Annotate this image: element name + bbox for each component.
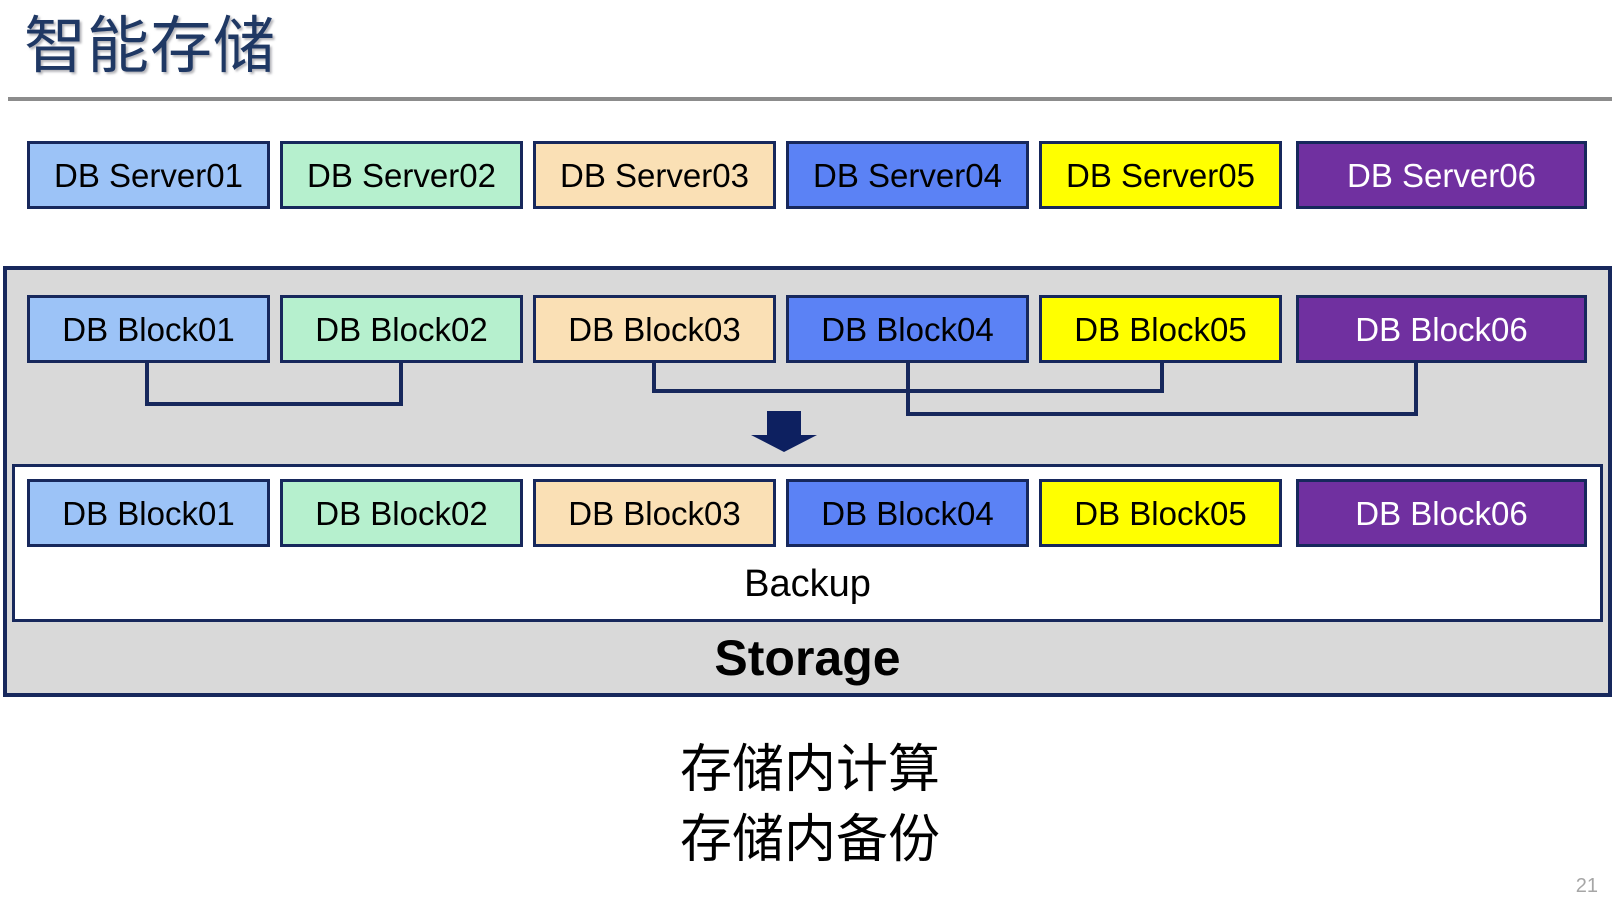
backup-block-box-5[interactable]: DB Block05 [1039, 479, 1282, 547]
backup-block-label-3: DB Block03 [568, 497, 740, 530]
db-block-box-5[interactable]: DB Block05 [1039, 295, 1282, 363]
backup-block-box-3[interactable]: DB Block03 [533, 479, 776, 547]
db-server-label-1: DB Server01 [54, 159, 243, 192]
db-server-label-4: DB Server04 [813, 159, 1002, 192]
slide-number: 21 [1576, 875, 1598, 898]
db-server-label-5: DB Server05 [1066, 159, 1255, 192]
db-block-label-3: DB Block03 [568, 313, 740, 346]
backup-block-box-1[interactable]: DB Block01 [27, 479, 270, 547]
db-block-box-1[interactable]: DB Block01 [27, 295, 270, 363]
db-block-box-2[interactable]: DB Block02 [280, 295, 523, 363]
caption-block: 存储内计算 存储内备份 [0, 735, 1620, 875]
db-server-box-4[interactable]: DB Server04 [786, 141, 1029, 209]
backup-block-box-6[interactable]: DB Block06 [1296, 479, 1587, 547]
db-block-box-4[interactable]: DB Block04 [786, 295, 1029, 363]
db-block-box-6[interactable]: DB Block06 [1296, 295, 1587, 363]
db-block-label-6: DB Block06 [1355, 313, 1527, 346]
db-block-label-1: DB Block01 [62, 313, 234, 346]
backup-block-box-2[interactable]: DB Block02 [280, 479, 523, 547]
backup-block-label-5: DB Block05 [1074, 497, 1246, 530]
backup-block-label-2: DB Block02 [315, 497, 487, 530]
storage-label: Storage [3, 629, 1612, 687]
db-server-box-2[interactable]: DB Server02 [280, 141, 523, 209]
caption-line-1: 存储内计算 [0, 735, 1620, 805]
db-server-box-1[interactable]: DB Server01 [27, 141, 270, 209]
db-server-label-6: DB Server06 [1347, 159, 1536, 192]
caption-line-2: 存储内备份 [0, 805, 1620, 875]
page-title: 智能存储 [24, 4, 276, 90]
db-server-box-5[interactable]: DB Server05 [1039, 141, 1282, 209]
db-server-label-2: DB Server02 [307, 159, 496, 192]
db-block-label-2: DB Block02 [315, 313, 487, 346]
db-block-label-4: DB Block04 [821, 313, 993, 346]
db-server-box-3[interactable]: DB Server03 [533, 141, 776, 209]
db-server-label-3: DB Server03 [560, 159, 749, 192]
backup-block-label-4: DB Block04 [821, 497, 993, 530]
backup-block-label-6: DB Block06 [1355, 497, 1527, 530]
db-server-box-6[interactable]: DB Server06 [1296, 141, 1587, 209]
backup-block-label-1: DB Block01 [62, 497, 234, 530]
backup-label: Backup [12, 563, 1603, 606]
db-block-label-5: DB Block05 [1074, 313, 1246, 346]
title-divider [8, 97, 1612, 101]
backup-block-box-4[interactable]: DB Block04 [786, 479, 1029, 547]
db-block-box-3[interactable]: DB Block03 [533, 295, 776, 363]
